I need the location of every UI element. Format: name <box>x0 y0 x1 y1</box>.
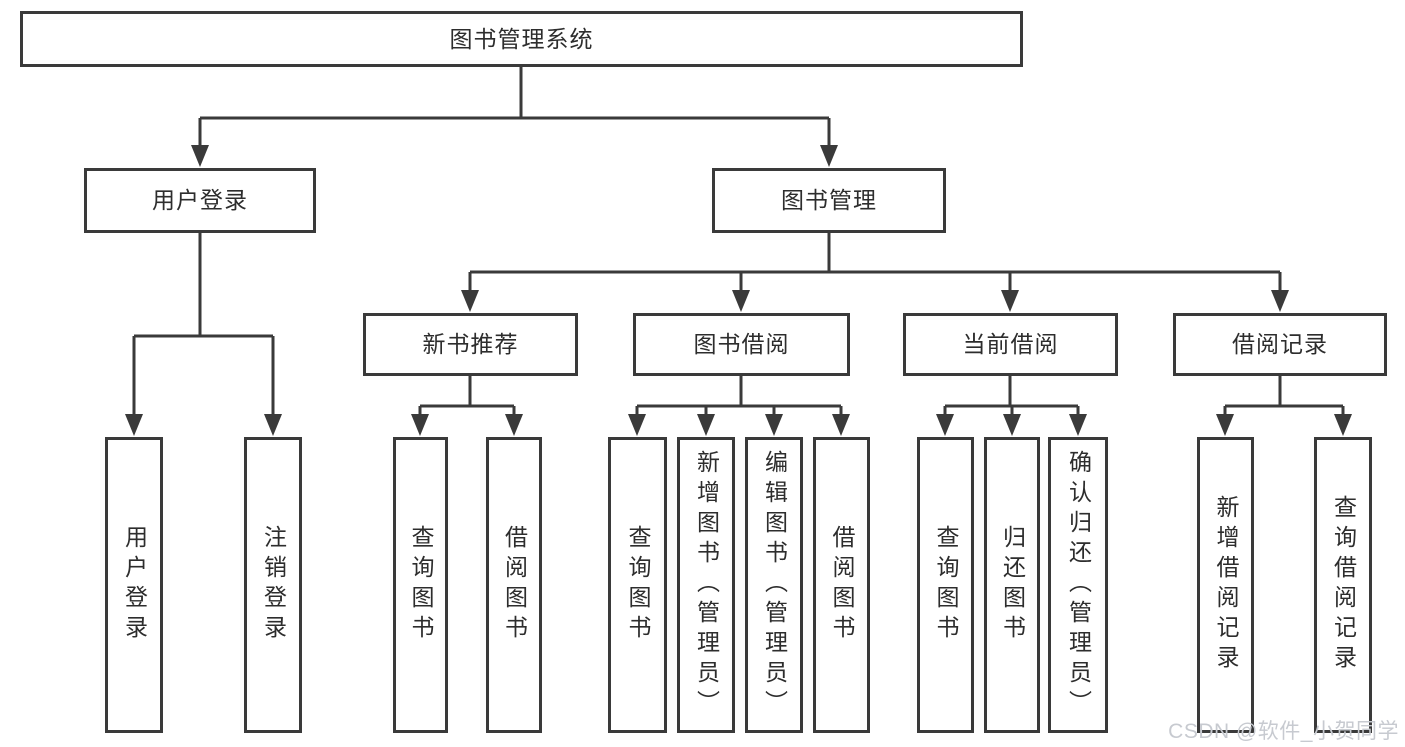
leaf-borrow-edit-books-admin-label: 编辑图书（管理员） <box>761 450 788 720</box>
leaf-current-confirm-return-admin: 确认归还（管理员） <box>1048 437 1108 733</box>
leaf-borrow-query-books-label: 查询图书 <box>625 525 651 645</box>
node-book-borrow: 图书借阅 <box>633 313 850 376</box>
leaf-recommend-query-books: 查询图书 <box>393 437 448 733</box>
leaf-records-add-record: 新增借阅记录 <box>1197 437 1254 733</box>
leaf-logout: 注销登录 <box>244 437 302 733</box>
leaf-borrow-borrow-books-label: 借阅图书 <box>829 525 855 645</box>
node-book-management: 图书管理 <box>712 168 946 233</box>
node-user-login-label: 用户登录 <box>152 187 248 213</box>
leaf-borrow-add-books-admin: 新增图书（管理员） <box>677 437 735 733</box>
node-borrow-records-label: 借阅记录 <box>1232 331 1328 357</box>
node-new-book-recommend-label: 新书推荐 <box>422 331 519 357</box>
leaf-records-add-record-label: 新增借阅记录 <box>1213 495 1239 675</box>
leaf-current-return-books: 归还图书 <box>984 437 1040 733</box>
node-current-borrow-label: 当前借阅 <box>962 331 1059 357</box>
node-root-label: 图书管理系统 <box>449 25 594 52</box>
leaf-borrow-query-books: 查询图书 <box>608 437 667 733</box>
node-user-login: 用户登录 <box>84 168 316 233</box>
node-root: 图书管理系统 <box>20 11 1023 67</box>
leaf-borrow-edit-books-admin: 编辑图书（管理员） <box>745 437 803 733</box>
node-borrow-records: 借阅记录 <box>1173 313 1387 376</box>
leaf-recommend-borrow-books: 借阅图书 <box>486 437 542 733</box>
leaf-borrow-borrow-books: 借阅图书 <box>813 437 870 733</box>
leaf-records-query-record: 查询借阅记录 <box>1314 437 1372 733</box>
watermark: CSDN @软件_小贺同学 <box>1168 720 1399 743</box>
leaf-user-login-label: 用户登录 <box>121 525 148 645</box>
node-book-borrow-label: 图书借阅 <box>693 331 790 357</box>
leaf-current-query-books-label: 查询图书 <box>933 525 959 645</box>
leaf-current-query-books: 查询图书 <box>917 437 974 733</box>
leaf-records-query-record-label: 查询借阅记录 <box>1330 495 1357 675</box>
leaf-user-login: 用户登录 <box>105 437 163 733</box>
leaf-recommend-query-books-label: 查询图书 <box>408 525 434 645</box>
leaf-borrow-add-books-admin-label: 新增图书（管理员） <box>693 450 720 720</box>
leaf-current-confirm-return-admin-label: 确认归还（管理员） <box>1065 450 1092 720</box>
leaf-current-return-books-label: 归还图书 <box>999 525 1026 645</box>
node-book-management-label: 图书管理 <box>781 187 877 213</box>
leaf-recommend-borrow-books-label: 借阅图书 <box>501 525 528 645</box>
node-current-borrow: 当前借阅 <box>903 313 1118 376</box>
leaf-logout-label: 注销登录 <box>260 525 287 645</box>
node-new-book-recommend: 新书推荐 <box>363 313 578 376</box>
